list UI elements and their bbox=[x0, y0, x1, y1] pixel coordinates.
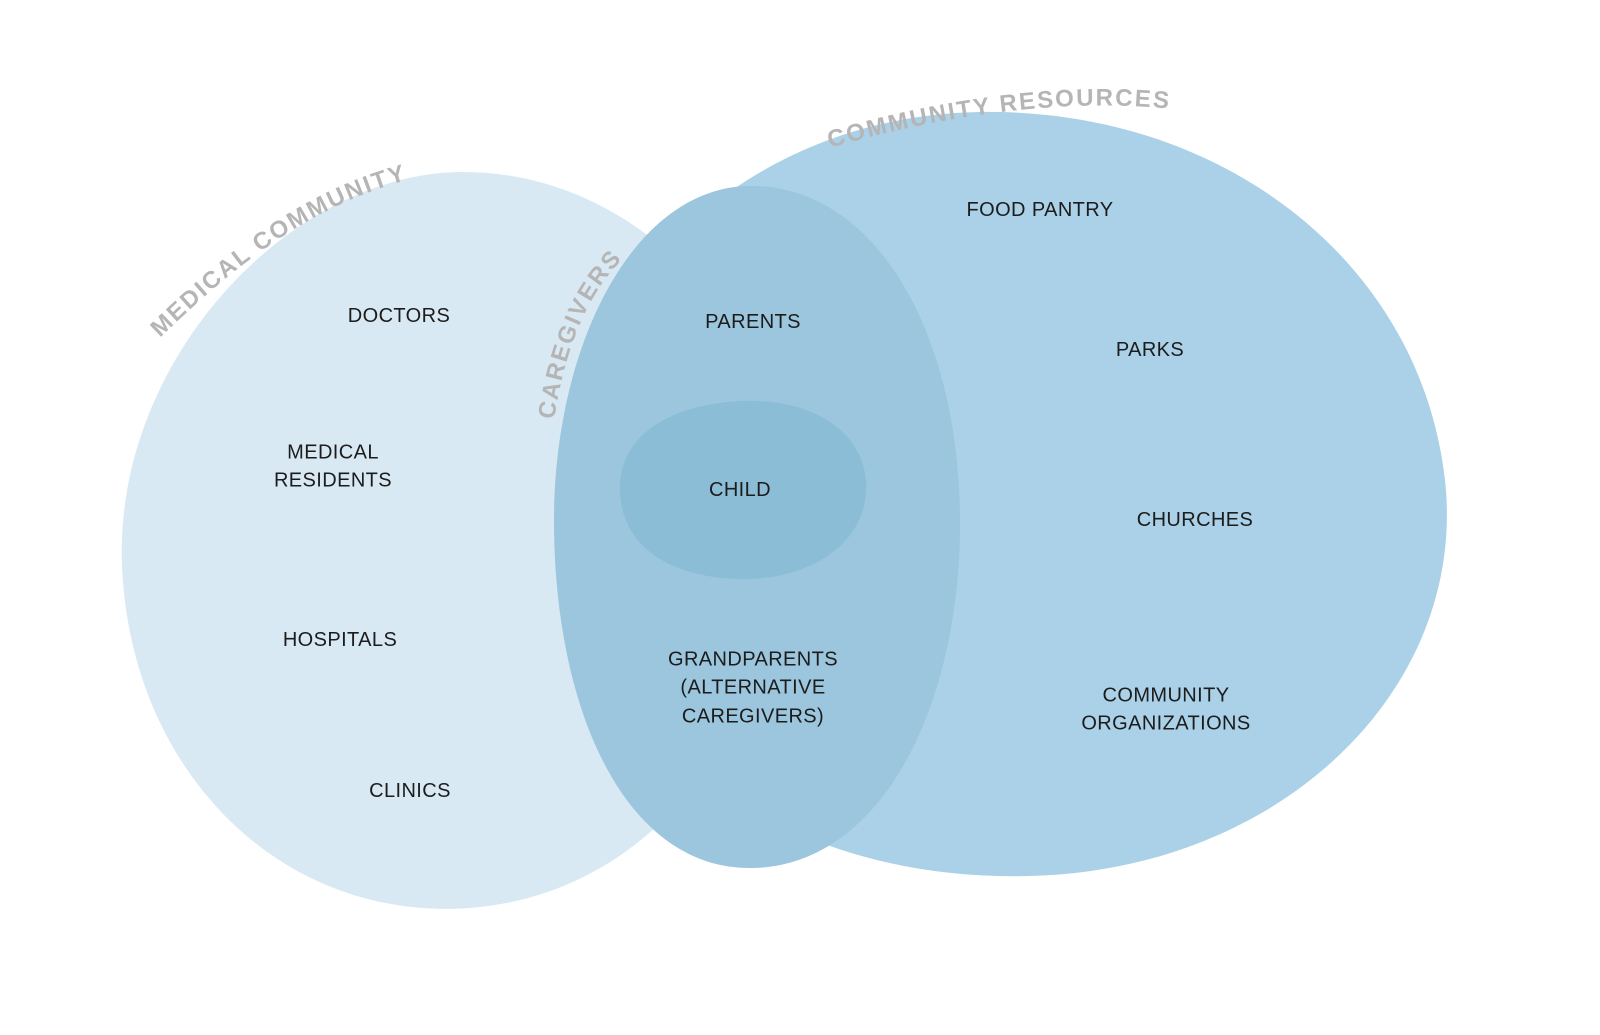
label-community-organizations: COMMUNITY ORGANIZATIONS bbox=[1081, 684, 1251, 735]
label-clinics: CLINICS bbox=[369, 779, 451, 802]
label-hospitals: HOSPITALS bbox=[282, 628, 398, 651]
label-child: CHILD bbox=[708, 478, 772, 501]
child-blob bbox=[619, 400, 867, 580]
label-medical-residents: MEDICAL RESIDENTS bbox=[273, 441, 393, 492]
label-doctors: DOCTORS bbox=[347, 304, 451, 327]
label-food-pantry: FOOD PANTRY bbox=[966, 198, 1114, 221]
label-churches: CHURCHES bbox=[1136, 508, 1254, 531]
label-grandparents: GRANDPARENTS (ALTERNATIVE CAREGIVERS) bbox=[667, 648, 838, 728]
label-parents: PARENTS bbox=[705, 310, 801, 333]
label-parks: PARKS bbox=[1115, 338, 1185, 361]
